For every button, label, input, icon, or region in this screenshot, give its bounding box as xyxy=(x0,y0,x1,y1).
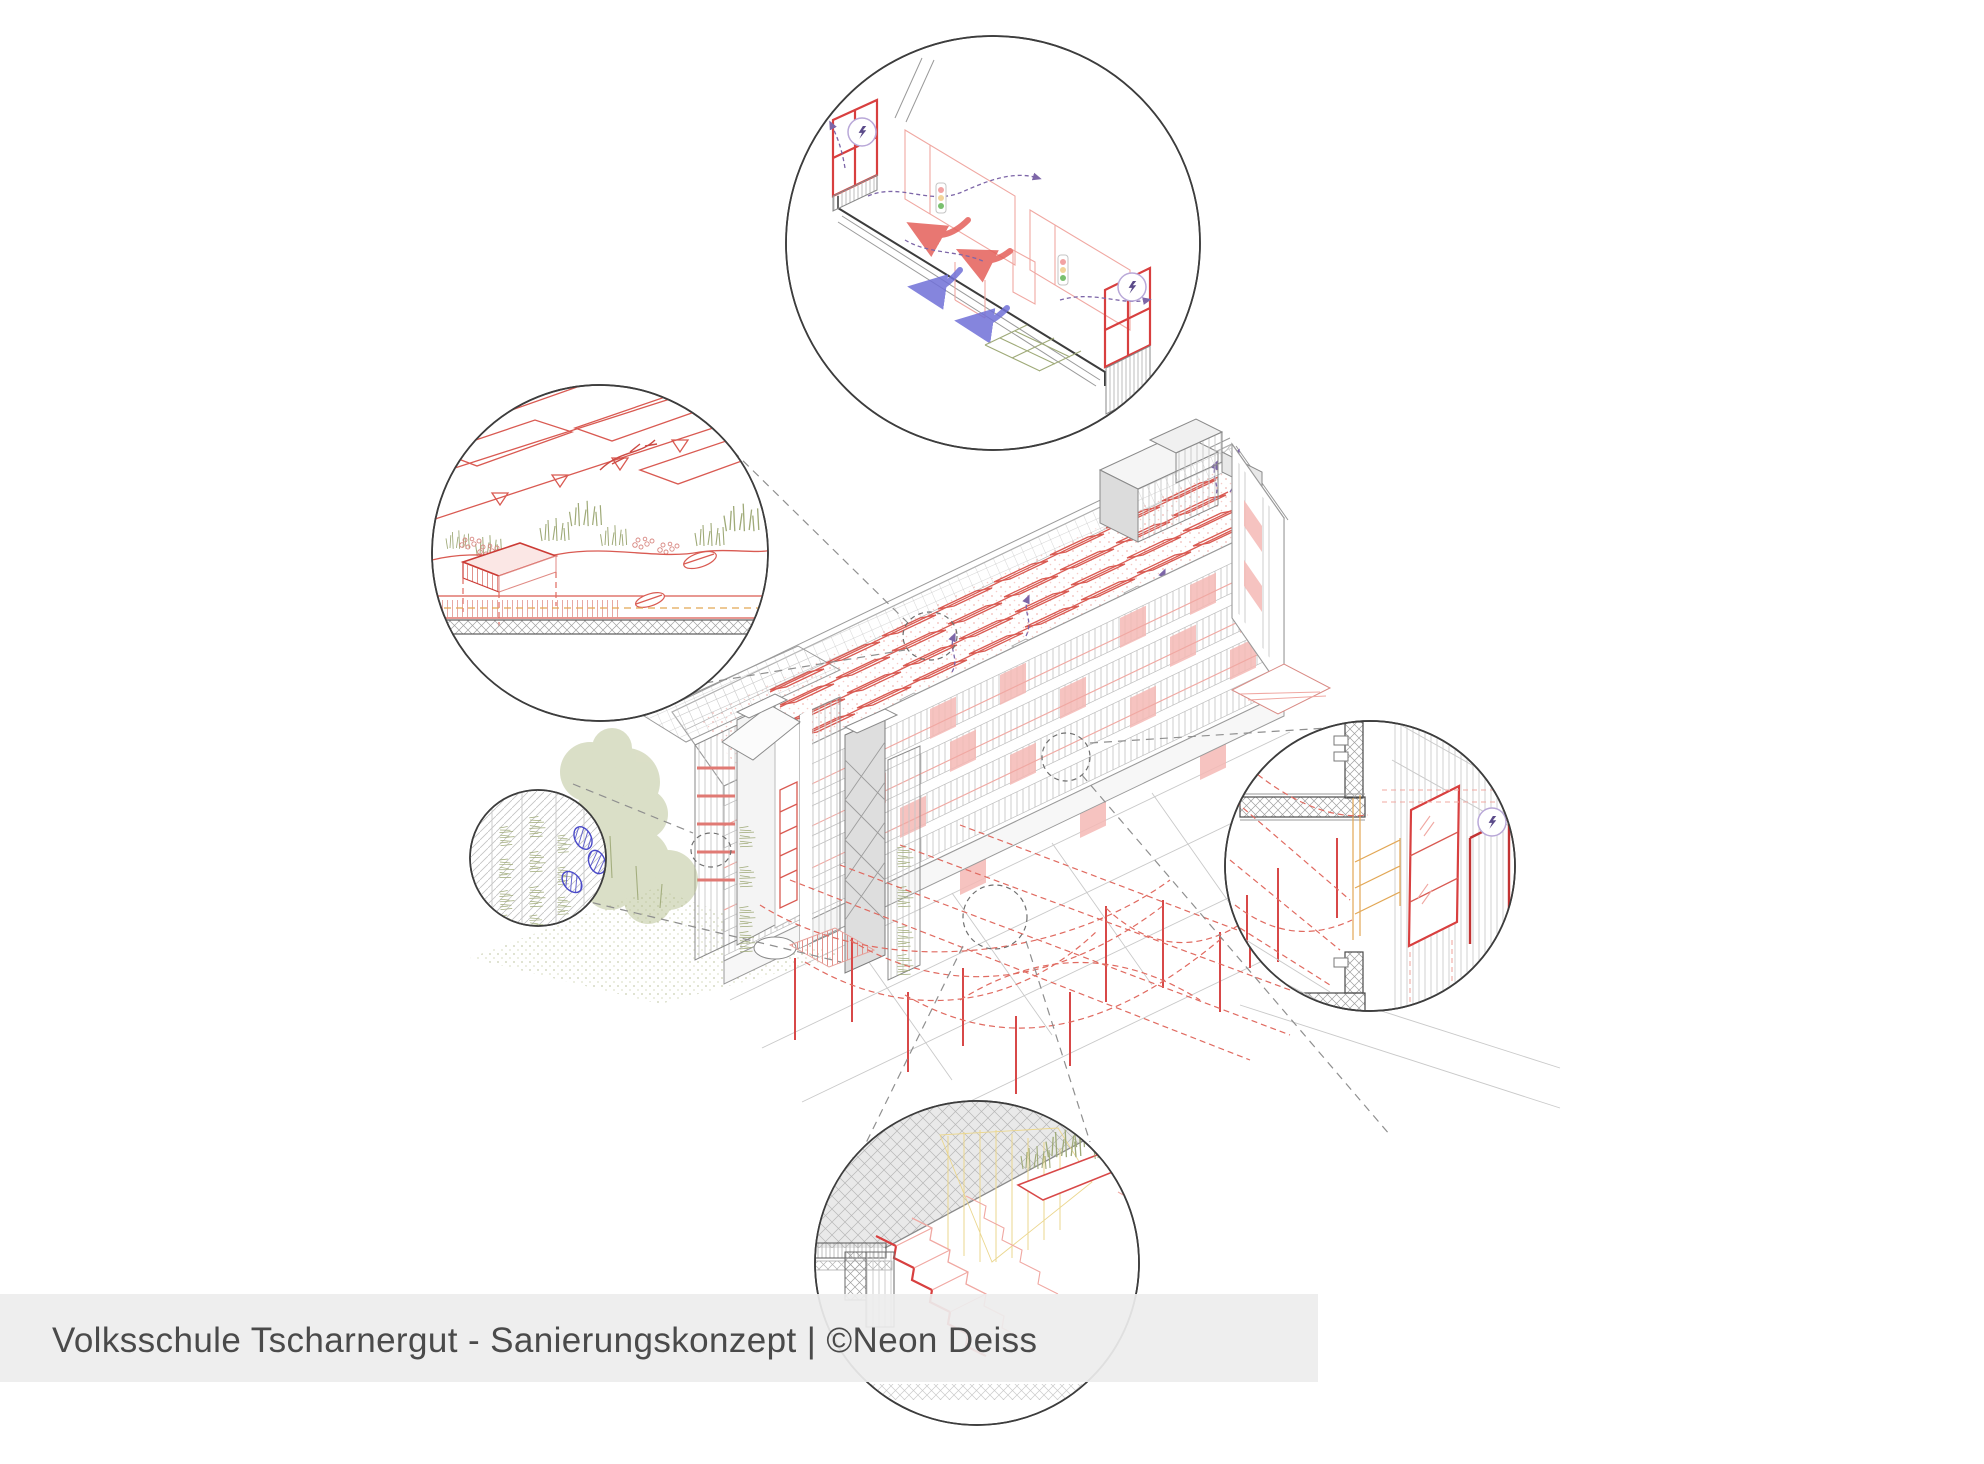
callout-connector-lines xyxy=(551,450,1391,1144)
origin-facade-detail xyxy=(1041,732,1091,782)
caption-background xyxy=(0,1294,1318,1382)
east-canopy xyxy=(1230,663,1332,715)
building-roof xyxy=(642,418,1289,787)
west-lower-roof xyxy=(642,645,842,743)
new-window-element xyxy=(1407,784,1461,948)
raindrop-icons xyxy=(561,826,606,894)
rope-facade-elements xyxy=(1227,747,1515,1010)
window-motor-icon xyxy=(1117,272,1147,302)
ground-iso-lines xyxy=(729,731,1403,1159)
origin-roof-detail xyxy=(902,611,958,661)
callout-facade-section-detail xyxy=(1224,720,1516,1012)
ground-hatch-triangle xyxy=(470,888,842,1004)
upper-slab-section xyxy=(1239,721,1366,821)
floor-grid xyxy=(984,324,1082,372)
school-building xyxy=(642,418,1332,985)
callout-roof-buildup-detail xyxy=(431,384,769,722)
existing-slab xyxy=(432,619,768,635)
origin-canopy-detail xyxy=(962,884,1028,950)
existing-insulation xyxy=(432,600,622,617)
solar-panel-row-4 xyxy=(800,524,1248,736)
entry-plaza-ellipse xyxy=(753,936,797,960)
callout-ventilation-detail xyxy=(785,35,1201,451)
window-motor-icon xyxy=(1477,807,1507,837)
branch xyxy=(599,439,658,471)
ground-plane xyxy=(470,731,1561,1159)
entrance-red-frame xyxy=(779,780,798,910)
caption-bar: Volksschule Tscharnergut - Sanierungskon… xyxy=(0,1294,1318,1382)
green-roof-texture xyxy=(700,465,1272,776)
co2-indicator-left xyxy=(935,182,947,214)
cool-air-arrows xyxy=(907,267,1010,344)
tower-x-bracing xyxy=(844,741,886,921)
detail-origin-markers xyxy=(690,611,1091,950)
pitched-parapet xyxy=(721,704,801,761)
callout-facade-greening-detail xyxy=(469,789,607,927)
window-motor-icon xyxy=(847,117,877,147)
airflow-paths xyxy=(829,120,1152,305)
co2-indicator-right xyxy=(1057,254,1069,286)
origin-greening-detail xyxy=(690,832,732,868)
caption-text: Volksschule Tscharnergut - Sanierungskon… xyxy=(52,1321,1037,1360)
tower-red-louvres xyxy=(697,766,735,882)
east-facade xyxy=(1230,442,1332,715)
pergola-posts xyxy=(794,884,1251,1094)
membrane-rolls xyxy=(635,550,717,608)
solar-panel-row-3 xyxy=(790,509,1238,721)
sun-hatch-zone xyxy=(939,1127,1093,1263)
maintenance-ladder xyxy=(1352,795,1401,940)
insulation-block xyxy=(460,542,559,626)
